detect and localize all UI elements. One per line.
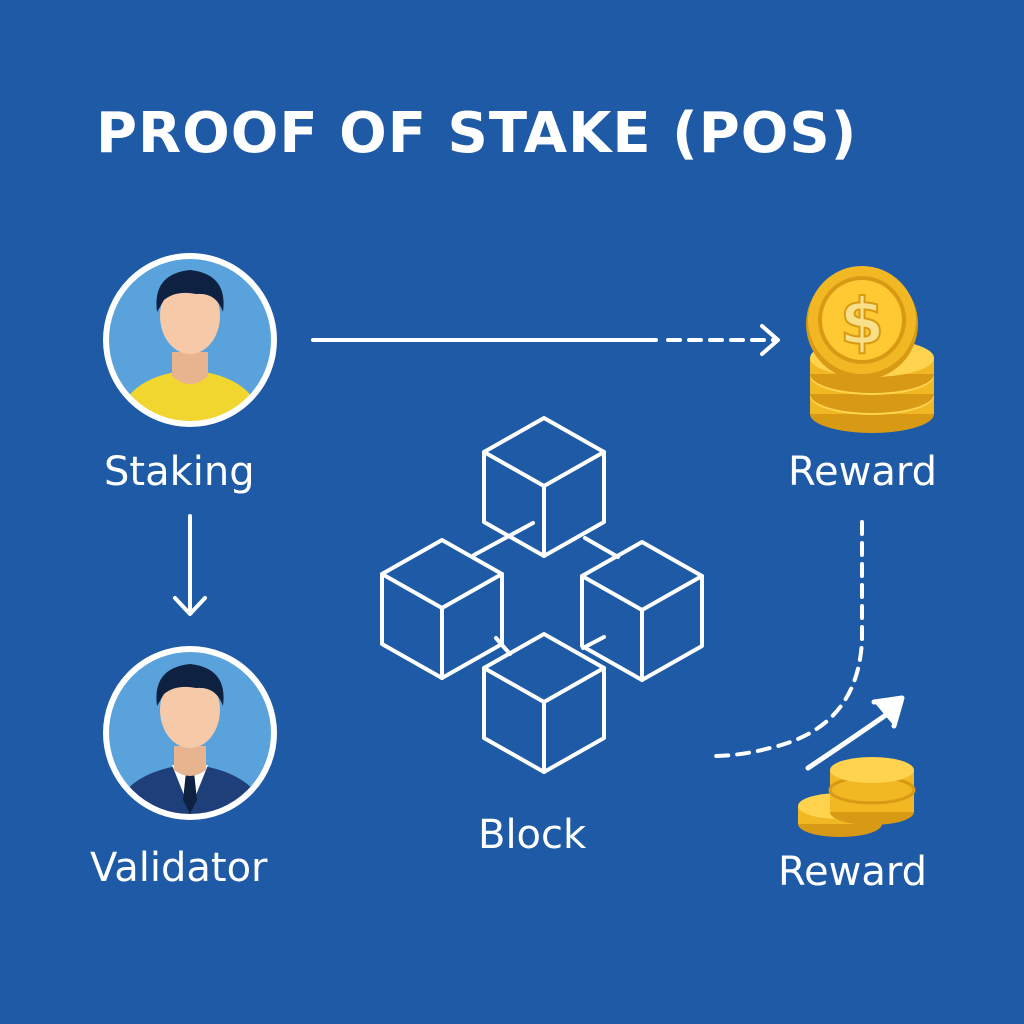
reward-cycle-arrow: [710, 520, 864, 758]
validator-label: Validator: [90, 845, 268, 891]
svg-text:$: $: [840, 286, 885, 360]
reward-bottom-label: Reward: [778, 849, 927, 895]
gold-coin-stack-icon: [798, 757, 916, 837]
staking-avatar-icon: [103, 253, 277, 427]
gold-dollar-coin-stack-icon: $: [806, 266, 934, 433]
diagram-title: PROOF OF STAKE (POS): [96, 101, 858, 166]
staking-to-reward-arrow: [311, 324, 780, 356]
block-label: Block: [478, 812, 587, 858]
reward-top-label: Reward: [788, 449, 937, 495]
staking-label: Staking: [104, 449, 255, 495]
blockchain-cubes-icon: [380, 416, 704, 774]
staking-to-validator-arrow: [173, 514, 207, 616]
reward-return-arrow: [805, 695, 905, 771]
validator-avatar-icon: [103, 646, 277, 820]
